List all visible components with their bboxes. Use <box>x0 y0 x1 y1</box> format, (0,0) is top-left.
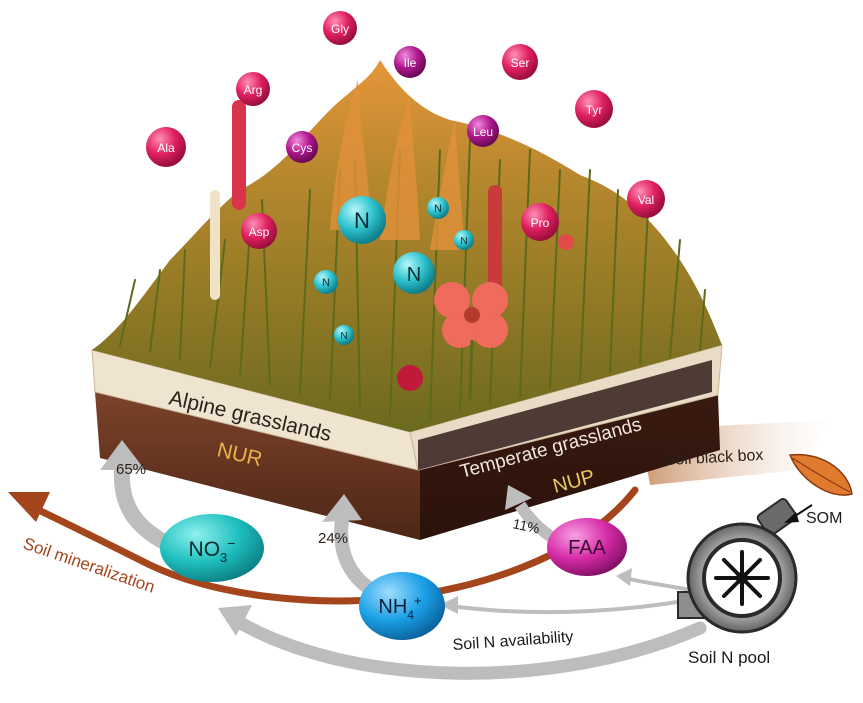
soil-n-pool-pump-icon <box>677 497 798 634</box>
red-berry <box>397 365 423 391</box>
svg-text:Val: Val <box>638 193 654 207</box>
uptake-arrow-nh4 <box>334 519 376 596</box>
n-ball-large-1: N <box>338 196 386 244</box>
svg-text:Arg: Arg <box>244 83 263 97</box>
availability-arrow-to-no3 <box>225 611 707 680</box>
leaf-icon <box>788 453 853 496</box>
percent-nh4: 24% <box>318 530 348 547</box>
n-ball-small-1: N <box>427 197 449 219</box>
nh4-node: NH4+ <box>359 572 445 640</box>
red-spike <box>210 100 502 305</box>
svg-text:Ala: Ala <box>157 141 175 155</box>
uptake-arrowhead-faa <box>505 485 532 510</box>
amino-acid-ile: Ile <box>394 46 426 78</box>
svg-text:Asp: Asp <box>249 225 270 239</box>
percent-faa: 11% <box>511 515 541 536</box>
uptake-arrow-no3 <box>113 469 174 553</box>
amino-acid-val: Val <box>627 180 665 218</box>
amino-acid-asp: Asp <box>241 213 277 249</box>
som-label: SOM <box>806 510 842 527</box>
n-ball-small-4: N <box>334 325 354 345</box>
no3-node: NO3− <box>160 514 264 582</box>
percent-no3: 65% <box>116 461 146 478</box>
svg-text:N: N <box>354 208 370 233</box>
n-ball-small-2: N <box>454 230 474 250</box>
availability-arrowhead-nh4 <box>440 596 458 614</box>
amino-acid-ser: Ser <box>502 44 538 80</box>
som-arrowhead <box>784 512 799 523</box>
faa-node: FAA <box>547 518 627 576</box>
svg-text:Ile: Ile <box>404 56 417 70</box>
svg-text:Gly: Gly <box>331 22 349 36</box>
mineralization-arrowhead <box>8 492 50 522</box>
soil-n-availability-label: Soil N availability <box>452 629 574 654</box>
amino-acid-cys: Cys <box>286 131 318 163</box>
soil-n-pool-label: Soil N pool <box>688 648 770 667</box>
svg-text:Tyr: Tyr <box>586 103 603 117</box>
amino-acid-arg: Arg <box>236 72 270 106</box>
amino-acid-ala: Ala <box>146 127 186 167</box>
frame-right-dark <box>418 360 712 470</box>
soil-right-face <box>420 395 720 540</box>
n-ball-large-2: N <box>393 252 435 294</box>
n-ball-small-3: N <box>314 270 338 294</box>
svg-text:N: N <box>340 331 347 342</box>
availability-arrow-to-nh4 <box>449 598 691 615</box>
grass-field <box>92 60 722 432</box>
soil-black-box-label: Soil black box <box>664 447 763 469</box>
svg-text:Cys: Cys <box>292 141 313 155</box>
soil-mineralization-label: Soil mineralization <box>21 534 158 597</box>
amino-acid-gly: Gly <box>323 11 357 45</box>
availability-arrowhead-faa <box>616 568 632 586</box>
amino-acid-tyr: Tyr <box>575 90 613 128</box>
svg-text:Pro: Pro <box>531 216 550 230</box>
uptake-arrowhead-no3 <box>100 440 145 470</box>
svg-text:N: N <box>434 203 442 215</box>
uptake-arrowhead-nh4 <box>322 494 362 522</box>
red-flower <box>434 282 508 401</box>
red-bud <box>558 234 574 250</box>
availability-arrowhead-no3 <box>218 605 252 636</box>
svg-text:N: N <box>407 264 421 286</box>
svg-text:NO3−: NO3− <box>189 535 236 565</box>
svg-text:N: N <box>460 236 467 247</box>
svg-text:FAA: FAA <box>568 537 606 559</box>
mineralization-arrow <box>24 486 639 605</box>
svg-text:NH4+: NH4+ <box>378 593 421 622</box>
svg-text:Leu: Leu <box>473 125 493 139</box>
amino-acid-pro: Pro <box>521 203 559 241</box>
amino-acid-leu: Leu <box>467 115 499 147</box>
svg-text:Ser: Ser <box>511 56 530 70</box>
svg-text:N: N <box>322 277 330 289</box>
availability-arrow-to-faa <box>624 576 691 592</box>
